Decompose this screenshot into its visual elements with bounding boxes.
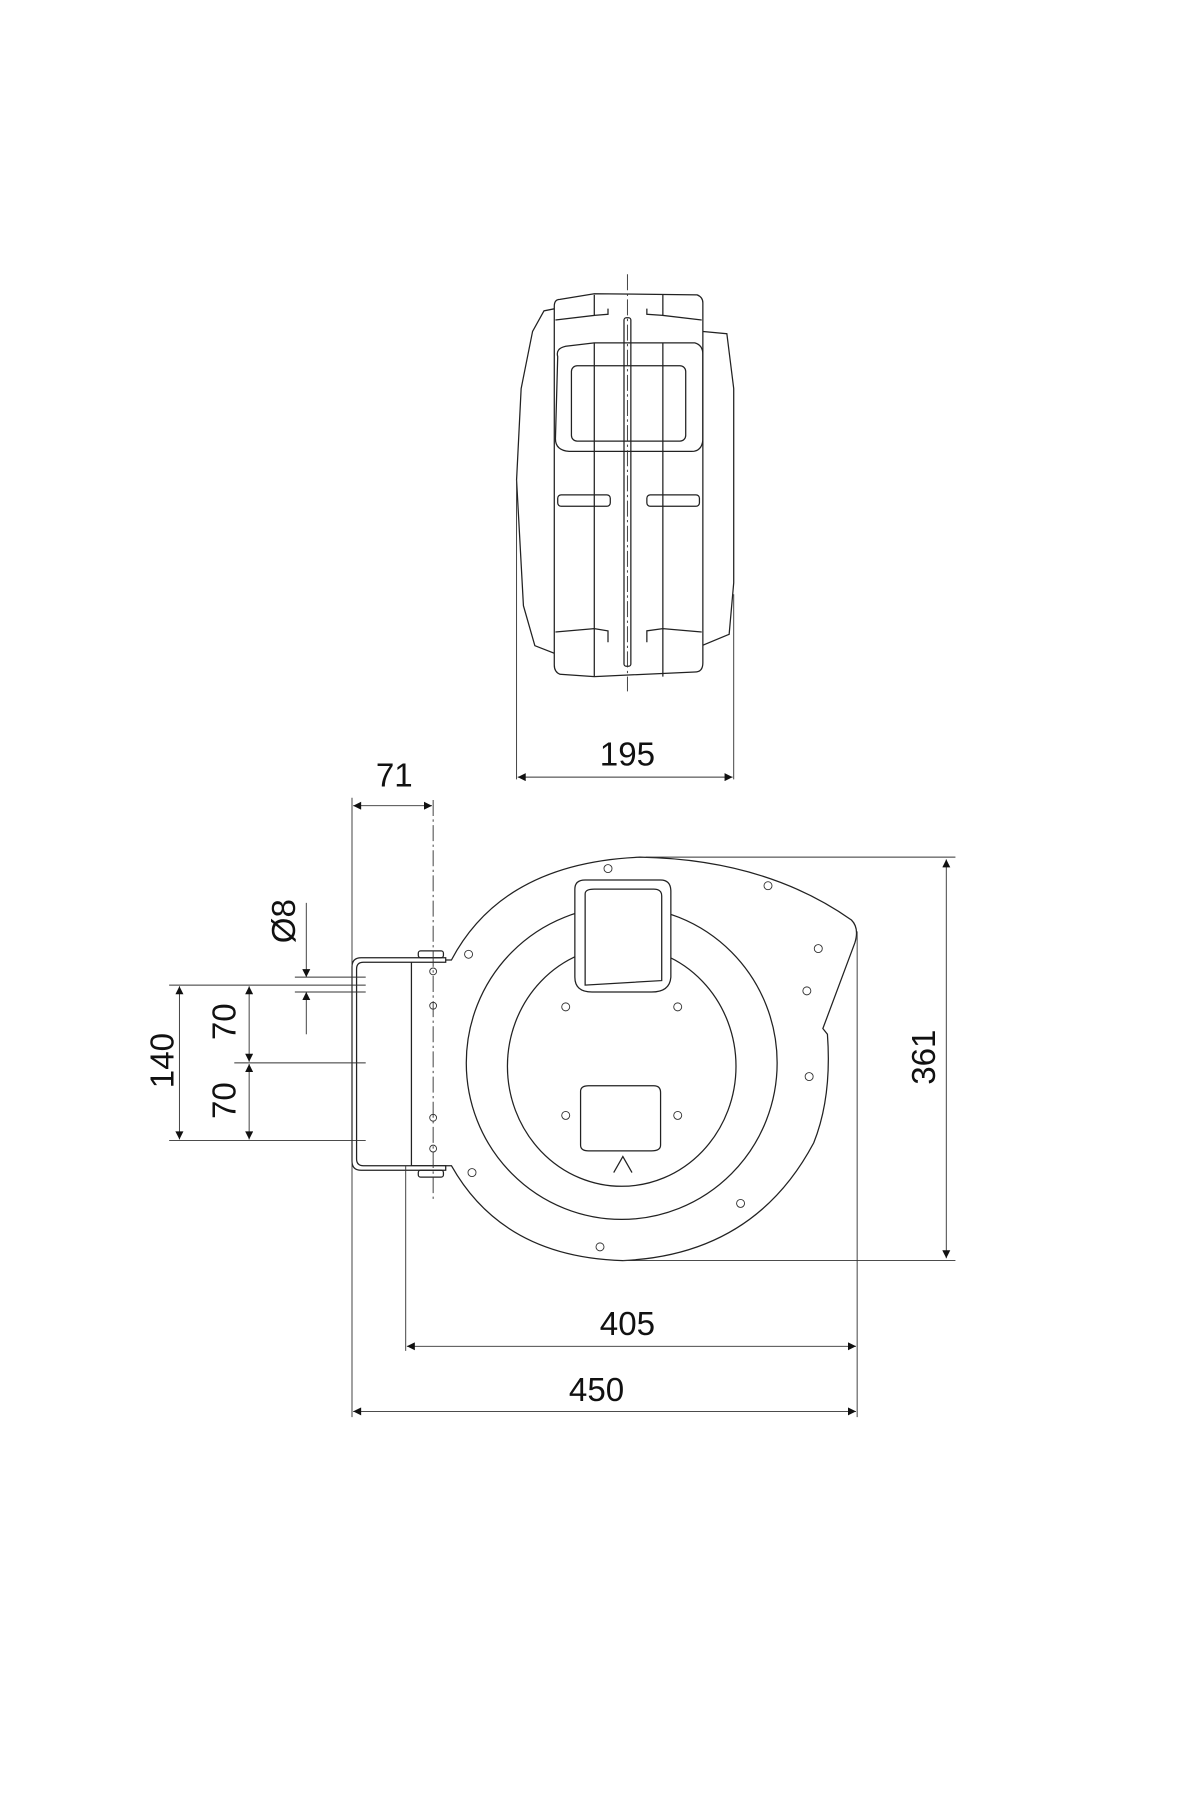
- dimension-label-hole-diameter: Ø8: [266, 899, 303, 943]
- dimension-label-body-width: 405: [600, 1306, 655, 1343]
- mounting-holes: [429, 864, 823, 1252]
- dimension-label-side-width: 195: [600, 737, 655, 774]
- dimension-label-bracket-depth: 71: [376, 757, 413, 794]
- dimension-361: 361: [622, 856, 956, 1262]
- dimension-195: 195: [516, 480, 735, 782]
- wall-bracket: [351, 957, 447, 1171]
- side-view: [515, 274, 735, 692]
- dimension-label-height: 361: [906, 1030, 943, 1085]
- dimension-hole-spacing: 140 70 70: [145, 984, 366, 1142]
- dimension-label-hole-span-total: 140: [145, 1033, 182, 1088]
- dimension-label-hole-span-lower: 70: [206, 1082, 243, 1119]
- dimension-405: 405: [405, 931, 858, 1418]
- dimension-label-overall-width: 450: [569, 1372, 624, 1409]
- dimension-label-hole-span-upper: 70: [206, 1003, 243, 1040]
- dimension-71: 71: [351, 757, 432, 1418]
- front-view: [351, 800, 858, 1262]
- dimension-hole-diameter: Ø8: [266, 899, 366, 1035]
- dimension-450: 450: [353, 1372, 856, 1416]
